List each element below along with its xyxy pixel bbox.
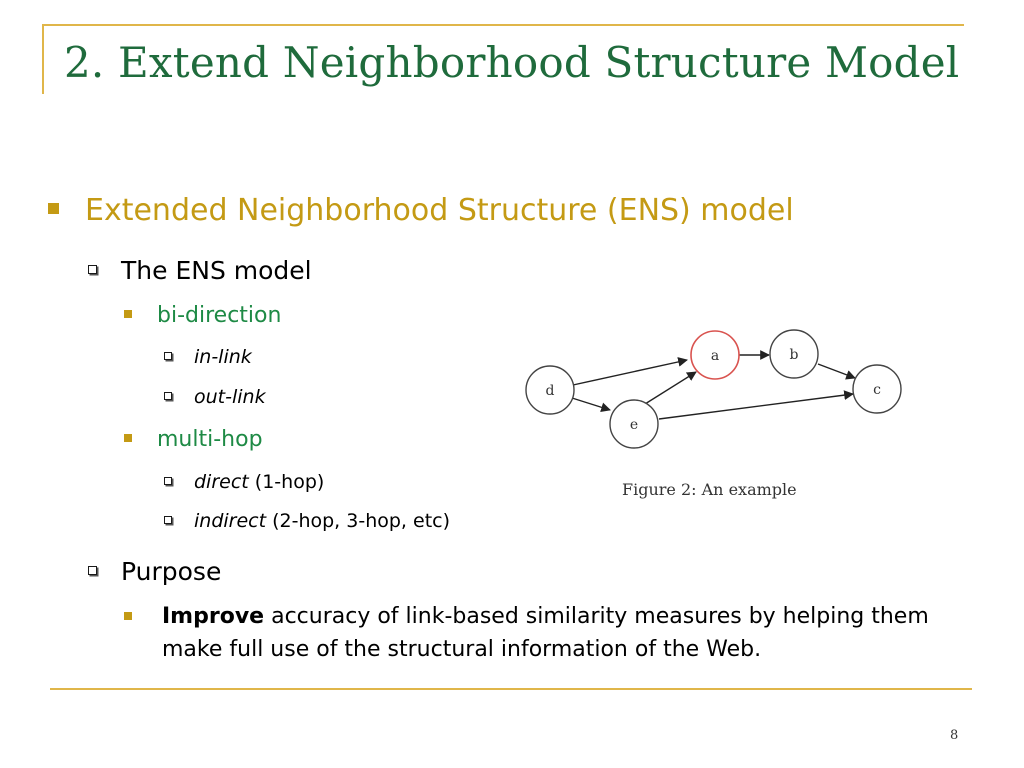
- bullet-text: out-link: [194, 386, 266, 408]
- bullet-bi-direction: bi-direction: [124, 303, 281, 328]
- bullet-text-italic: direct: [194, 471, 249, 493]
- node-e: [609, 399, 659, 449]
- figure-caption: Figure 2: An example: [622, 480, 797, 499]
- node-b: [769, 329, 819, 379]
- frame-left-line: [42, 24, 44, 94]
- bullet-text: multi-hop: [157, 427, 263, 452]
- hollow-square-bullet-icon: [164, 516, 172, 524]
- bullet-text: The ENS model: [121, 256, 312, 285]
- square-bullet-icon: [124, 434, 132, 442]
- bullet-text: bi-direction: [157, 303, 282, 328]
- edge-e-a: [644, 371, 697, 405]
- page-number: 8: [950, 728, 959, 743]
- node-label-d: d: [546, 383, 555, 399]
- edge-b-c: [817, 363, 856, 380]
- hollow-square-bullet-icon: [164, 477, 172, 485]
- bullet-text-suffix: (2-hop, 3-hop, etc): [266, 510, 451, 532]
- hollow-square-bullet-icon: [88, 566, 97, 575]
- hollow-square-bullet-icon: [164, 392, 172, 400]
- square-bullet-icon: [124, 612, 132, 620]
- edge-d-a: [572, 357, 688, 386]
- bullet-text-bold: Improve: [162, 604, 265, 629]
- square-bullet-icon: [124, 310, 132, 318]
- edge-e-c: [658, 390, 854, 420]
- bullet-in-link: in-link: [164, 346, 252, 368]
- edge-d-e: [571, 397, 611, 413]
- bullet-ens-model: Extended Neighborhood Structure (ENS) mo…: [48, 193, 794, 228]
- node-d: [525, 365, 575, 415]
- bullet-text-suffix: (1-hop): [248, 471, 325, 493]
- node-label-c: c: [873, 382, 881, 398]
- bullet-out-link: out-link: [164, 386, 266, 408]
- bullet-text: Purpose: [121, 557, 222, 586]
- bullet-purpose: Purpose: [88, 557, 221, 586]
- footer-line: [50, 688, 972, 690]
- bullet-multi-hop: multi-hop: [124, 427, 263, 452]
- node-label-e: e: [630, 417, 638, 433]
- node-c: [852, 364, 902, 414]
- hollow-square-bullet-icon: [88, 265, 97, 274]
- frame-top-line: [42, 24, 964, 26]
- node-label-a: a: [711, 348, 719, 364]
- graph-figure: d e a b c: [525, 329, 902, 449]
- square-bullet-icon: [48, 203, 59, 214]
- slide-title: 2. Extend Neighborhood Structure Model: [64, 38, 960, 87]
- bullet-text: Extended Neighborhood Structure (ENS) mo…: [85, 193, 794, 228]
- bullet-improve: Improve accuracy of link-based similarit…: [162, 600, 972, 666]
- bullet-text: accuracy of link-based similarity measur…: [162, 604, 929, 662]
- bullet-text: in-link: [194, 346, 252, 368]
- node-label-b: b: [790, 347, 799, 363]
- bullet-direct: direct (1-hop): [164, 471, 324, 493]
- node-a-highlighted: [690, 330, 740, 380]
- bullet-indirect: indirect (2-hop, 3-hop, etc): [164, 510, 450, 532]
- hollow-square-bullet-icon: [164, 352, 172, 360]
- bullet-text-italic: indirect: [194, 510, 267, 532]
- bullet-the-ens-model: The ENS model: [88, 256, 312, 285]
